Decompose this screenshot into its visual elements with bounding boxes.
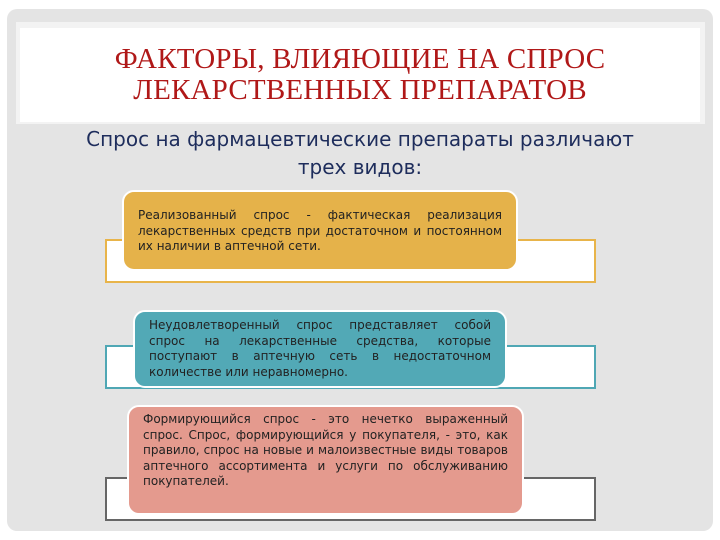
subtitle: Спрос на фармацевтические препараты разл…: [86, 127, 634, 179]
item-3-forming-demand: Формирующийся спрос - это нечетко выраже…: [127, 405, 524, 515]
title-area: ФАКТОРЫ, ВЛИЯЮЩИЕ НА СПРОС ЛЕКАРСТВЕННЫХ…: [20, 28, 700, 122]
item-2-text: Неудовлетворенный спрос представляет соб…: [149, 318, 491, 379]
item-1-text: Реализованный спрос - фактическая реализ…: [138, 208, 502, 253]
item-1-realized-demand: Реализованный спрос - фактическая реализ…: [122, 190, 518, 271]
slide-title: ФАКТОРЫ, ВЛИЯЮЩИЕ НА СПРОС ЛЕКАРСТВЕННЫХ…: [114, 43, 606, 106]
item-3-text: Формирующийся спрос - это нечетко выраже…: [143, 412, 508, 488]
item-2-unsatisfied-demand: Неудовлетворенный спрос представляет соб…: [133, 310, 507, 388]
